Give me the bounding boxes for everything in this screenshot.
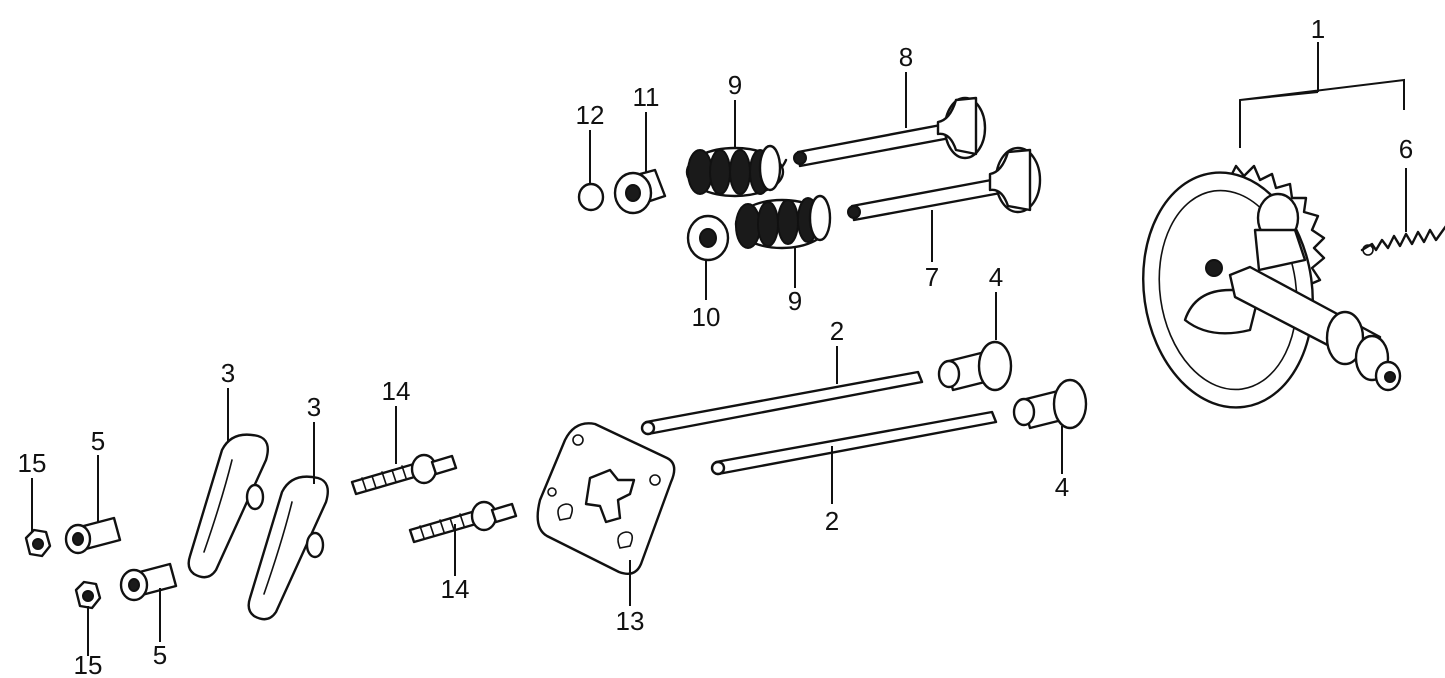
valve-spring-upper xyxy=(685,144,788,198)
valve-spring-lower xyxy=(734,194,832,250)
intake-valve xyxy=(847,146,1042,222)
label-part-15-upper: 15 xyxy=(18,448,47,478)
rocker-arm-lower xyxy=(247,475,329,621)
tappet-upper xyxy=(937,340,1013,392)
rocker-arm-pivot-lower xyxy=(119,562,178,602)
label-part-13: 13 xyxy=(616,606,645,636)
valve-spring-retainer-upper xyxy=(613,168,667,215)
lock-nut-upper xyxy=(24,528,52,558)
label-part-15-lower: 15 xyxy=(74,650,103,678)
label-part-6: 6 xyxy=(1399,134,1413,164)
label-part-8: 8 xyxy=(899,42,913,72)
label-part-4-upper: 4 xyxy=(989,262,1003,292)
lock-nut-lower xyxy=(74,580,102,610)
valve-cap xyxy=(577,182,605,212)
label-part-2-lower: 2 xyxy=(825,506,839,536)
label-part-9-upper: 9 xyxy=(728,70,742,100)
push-rod-guide-plate xyxy=(536,422,676,575)
label-part-2-upper: 2 xyxy=(830,316,844,346)
label-part-5-upper: 5 xyxy=(91,426,105,456)
decompressor-spring xyxy=(1360,225,1445,256)
label-part-14-lower: 14 xyxy=(441,574,470,604)
stud-bolt-lower xyxy=(408,500,518,544)
push-rod-upper xyxy=(640,370,924,436)
leader-lines xyxy=(31,42,1407,656)
rocker-arm-pivot-upper xyxy=(64,516,122,555)
rocker-arm-upper xyxy=(187,433,269,579)
label-part-4-lower: 4 xyxy=(1055,472,1069,502)
exhaust-valve xyxy=(793,96,987,168)
push-rod-lower xyxy=(710,410,998,476)
label-part-3-lower: 3 xyxy=(307,392,321,422)
label-part-10: 10 xyxy=(692,302,721,332)
label-part-5-lower: 5 xyxy=(153,640,167,670)
valve-spring-retainer xyxy=(686,214,730,262)
part-number-labels: 1 6 8 7 9 9 10 11 12 4 4 2 2 3 3 14 14 1… xyxy=(18,14,1414,678)
tappet-lower xyxy=(1012,378,1088,430)
label-part-7: 7 xyxy=(925,262,939,292)
label-part-9-lower: 9 xyxy=(788,286,802,316)
camshaft-gear-assembly xyxy=(1142,164,1402,409)
label-part-12: 12 xyxy=(576,100,605,130)
label-part-3-upper: 3 xyxy=(221,358,235,388)
label-part-11: 11 xyxy=(633,82,660,112)
label-part-1: 1 xyxy=(1311,14,1325,44)
label-part-14-upper: 14 xyxy=(382,376,411,406)
stud-bolt-upper xyxy=(350,453,458,496)
